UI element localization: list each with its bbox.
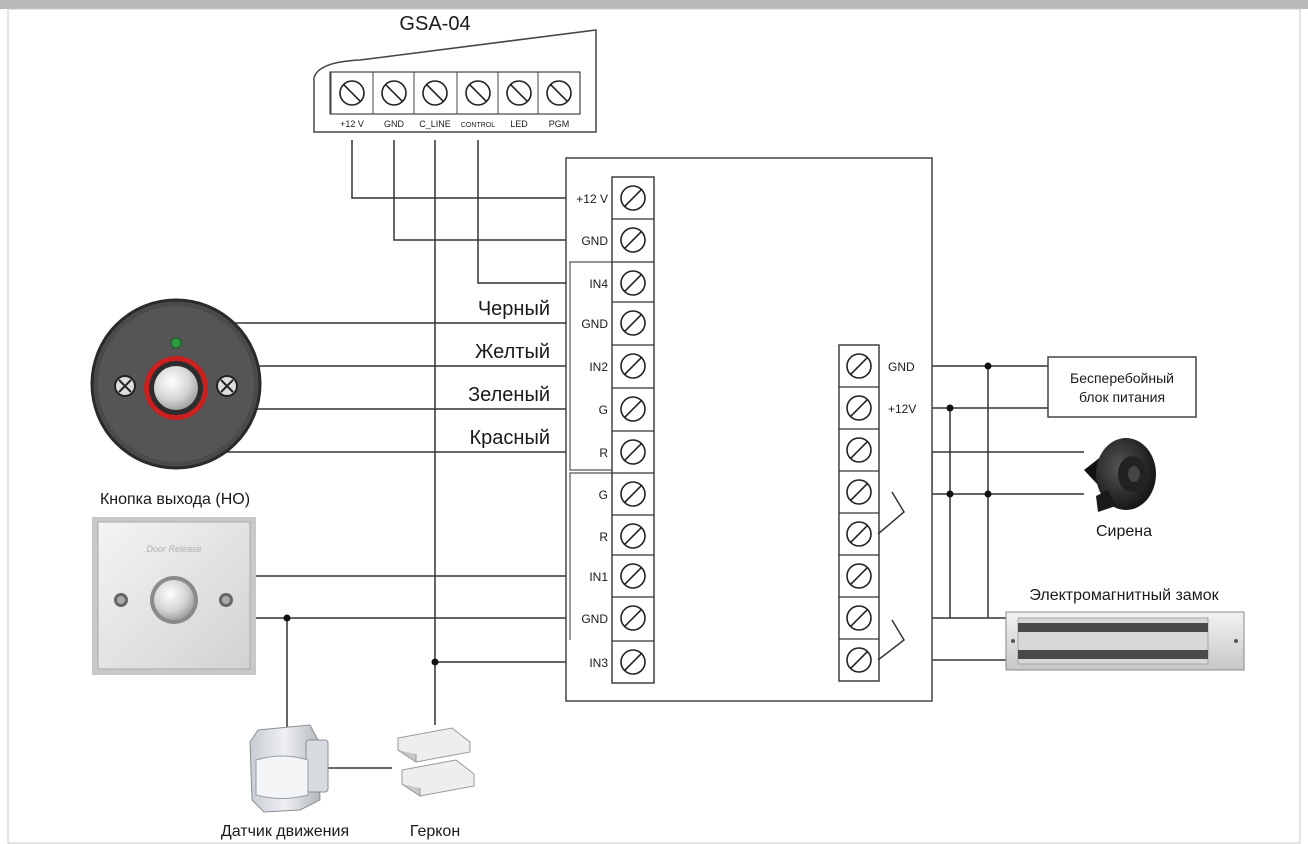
exit-button-plate: Door Release (92, 517, 256, 675)
gsa-terminal-label: GND (384, 119, 405, 129)
door-release-text: Door Release (146, 544, 201, 554)
terminal-screw-icon (620, 523, 646, 549)
terminal-screw-icon (546, 80, 572, 106)
wire-label-yellow: Желтый (475, 341, 550, 363)
terminal-screw-icon (846, 395, 872, 421)
terminal-screw-icon (422, 80, 448, 106)
junction-dots (283, 362, 992, 666)
gsa-terminal-label: CONTROL (461, 122, 495, 129)
terminal-screw-icon (620, 227, 646, 253)
controller-terminal-label: GND (581, 317, 608, 331)
terminal-screw-icon (620, 185, 646, 211)
terminal-screw-icon (620, 481, 646, 507)
controller-power-label: +12V (888, 402, 916, 416)
terminal-screw-icon (846, 647, 872, 673)
motion-sensor-label: Датчик движения (221, 823, 349, 840)
terminal-screw-icon (620, 649, 646, 675)
controller-terminal-label: GND (581, 612, 608, 626)
controller-terminal-label: G (599, 488, 608, 502)
controller-terminal-label: GND (581, 234, 608, 248)
terminal-screw-icon (620, 270, 646, 296)
wire-label-black: Черный (478, 298, 550, 320)
ups-label-line1: Бесперебойный (1070, 370, 1174, 386)
terminal-screw-icon (846, 437, 872, 463)
screw-icon (114, 593, 128, 607)
terminal-screw-icon (620, 563, 646, 589)
terminal-screw-icon (620, 439, 646, 465)
maglock-label: Электромагнитный замок (1029, 587, 1219, 604)
screw-icon (216, 375, 238, 397)
gsa-terminal-label: PGM (549, 119, 570, 129)
terminal-screw-icon (506, 80, 532, 106)
gsa-screw-row (330, 72, 572, 114)
reed-switch-icon (397, 727, 475, 797)
controller-terminal-label: G (599, 403, 608, 417)
exit-button-label: Кнопка выхода (НО) (100, 491, 250, 508)
terminal-screw-icon (620, 396, 646, 422)
terminal-screw-icon (846, 563, 872, 589)
controller-terminal-label: IN1 (589, 570, 608, 584)
screw-icon (114, 375, 136, 397)
gsa-terminal-label: C_LINE (419, 119, 451, 129)
siren-label: Сирена (1096, 523, 1152, 540)
terminal-screw-icon (846, 479, 872, 505)
controller-power-label: GND (888, 360, 915, 374)
terminal-screw-icon (846, 521, 872, 547)
keypad-reader (90, 298, 262, 470)
controller-terminal-label: IN2 (589, 360, 608, 374)
reader-led-icon (170, 337, 182, 349)
motion-sensor-icon (249, 724, 329, 813)
terminal-screw-icon (620, 353, 646, 379)
gsa-terminal-label: LED (510, 119, 528, 129)
ups-label-line2: блок питания (1079, 389, 1165, 405)
top-bar (0, 0, 1308, 9)
controller-terminal-label: +12 V (576, 192, 608, 206)
terminal-screw-icon (846, 605, 872, 631)
reed-switch-label: Геркон (410, 823, 460, 840)
controller-terminal-label: R (599, 446, 608, 460)
terminal-screw-icon (339, 80, 365, 106)
gsa-module: GSA-04 +12 V GND C_LINE CONTROL LED PGM (313, 13, 597, 133)
terminal-screw-icon (846, 353, 872, 379)
gsa-terminal-label: +12 V (340, 119, 364, 129)
frame-border (7, 8, 1301, 844)
siren-icon (1084, 438, 1156, 512)
terminal-screw-icon (381, 80, 407, 106)
terminal-screw-icon (465, 80, 491, 106)
reader-button-icon (154, 366, 198, 410)
terminal-screw-icon (620, 310, 646, 336)
wire-label-green: Зеленый (468, 384, 550, 406)
ups-box: Бесперебойный блок питания (1047, 356, 1197, 418)
maglock-icon (1005, 611, 1245, 671)
controller-terminal-label: IN3 (589, 656, 608, 670)
wire-label-red: Красный (470, 427, 551, 449)
controller-terminal-label: R (599, 530, 608, 544)
screw-icon (219, 593, 233, 607)
terminal-screw-icon (620, 605, 646, 631)
gsa-title: GSA-04 (399, 13, 470, 35)
controller-terminal-label: IN4 (589, 277, 608, 291)
